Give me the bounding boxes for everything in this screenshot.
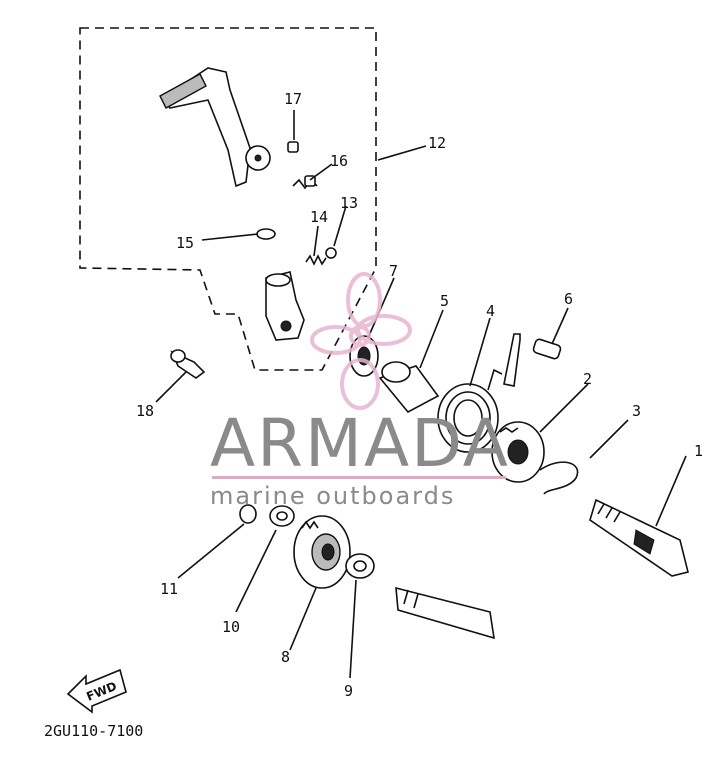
callout-9: 9 xyxy=(344,682,353,700)
washer-10 xyxy=(269,505,295,527)
kick-shaft-1 xyxy=(589,498,689,577)
kick-crank-boss xyxy=(265,271,305,341)
callout-12: 12 xyxy=(428,134,446,152)
callout-1: 1 xyxy=(694,442,703,460)
callout-15: 15 xyxy=(176,234,194,252)
drawing-code: 2GU110-7100 xyxy=(44,722,143,740)
callout-11: 11 xyxy=(160,580,178,598)
callout-18: 18 xyxy=(136,402,154,420)
pin-6 xyxy=(532,338,562,360)
callout-numbers: 1 2 3 4 5 6 7 8 9 10 11 12 13 14 15 16 1… xyxy=(136,90,703,700)
circlip-11 xyxy=(239,504,257,524)
callout-6: 6 xyxy=(564,290,573,308)
propeller-logo-icon xyxy=(310,272,412,410)
washer-15 xyxy=(256,228,276,240)
watermark-tagline: marine outboards xyxy=(210,482,455,510)
callout-4: 4 xyxy=(486,302,495,320)
ratchet-2 xyxy=(491,421,545,483)
kick-pedal-lever xyxy=(159,67,271,188)
callout-3: 3 xyxy=(632,402,641,420)
callout-10: 10 xyxy=(222,618,240,636)
idle-gear-8 xyxy=(293,515,351,589)
callout-5: 5 xyxy=(440,292,449,310)
collar-5 xyxy=(378,361,440,414)
callout-13: 13 xyxy=(340,194,358,212)
callout-14: 14 xyxy=(310,208,328,226)
torsion-spring-4 xyxy=(437,368,503,453)
fwd-arrow xyxy=(66,668,127,714)
assembly-boundary-dashed xyxy=(79,27,377,371)
callout-17: 17 xyxy=(284,90,302,108)
watermark-brand: ARMADA xyxy=(210,405,510,482)
watermark: ARMADA marine outboards xyxy=(210,272,510,510)
clip-3 xyxy=(539,461,579,495)
callout-16: 16 xyxy=(330,152,348,170)
shaft-fragment xyxy=(395,586,495,640)
bolt-18 xyxy=(170,349,206,379)
callout-7: 7 xyxy=(389,262,398,280)
ball-13 xyxy=(325,247,337,259)
callout-2: 2 xyxy=(583,370,592,388)
leader-lines xyxy=(155,110,687,679)
watermark-rule xyxy=(212,476,506,479)
washer-9 xyxy=(345,553,375,579)
callout-8: 8 xyxy=(281,648,290,666)
spring-14 xyxy=(305,254,327,266)
cap-17 xyxy=(287,141,299,153)
